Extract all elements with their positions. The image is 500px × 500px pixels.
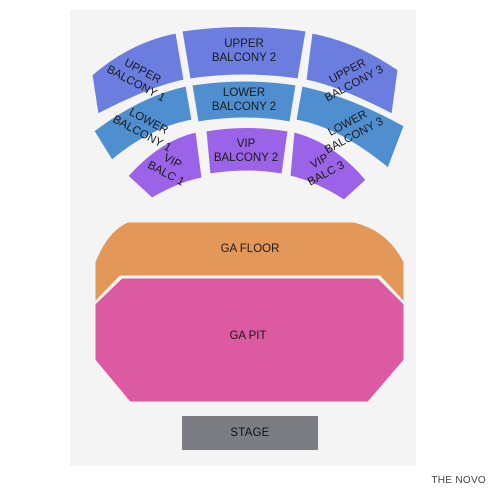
section-upper-balcony-3[interactable] [305, 32, 399, 115]
section-label-lower-balcony-2-line1: LOWER [223, 87, 265, 99]
section-label-upper-balcony-2-line2: BALCONY 2 [212, 52, 276, 64]
section-upper-balcony-1[interactable] [91, 32, 185, 115]
section-lower-balcony-2[interactable] [191, 80, 297, 123]
section-ga-floor[interactable] [94, 221, 405, 304]
section-lower-balcony-1[interactable] [93, 85, 193, 161]
section-ga-pit[interactable] [94, 277, 405, 403]
section-label-vip-balcony-2-line1: VIP [237, 138, 256, 150]
section-label-upper-balcony-2-line1: UPPER [224, 38, 264, 50]
venue-name: THE NOVO [431, 475, 486, 486]
section-vip-balcony-2[interactable] [205, 127, 289, 175]
section-vip-balc-1[interactable] [127, 131, 203, 199]
stage-label: STAGE [230, 427, 270, 439]
stage: STAGE [182, 416, 318, 450]
section-label-lower-balcony-2-line2: BALCONY 2 [212, 101, 276, 113]
section-label-ga-floor: GA FLOOR [221, 243, 280, 255]
section-lower-balcony-3[interactable] [295, 85, 405, 169]
section-label-ga-pit: GA PIT [229, 330, 266, 342]
section-label-vip-balcony-2-line2: BALCONY 2 [214, 152, 278, 164]
section-vip-balc-3[interactable] [289, 131, 367, 201]
section-upper-balcony-2[interactable] [181, 26, 307, 80]
